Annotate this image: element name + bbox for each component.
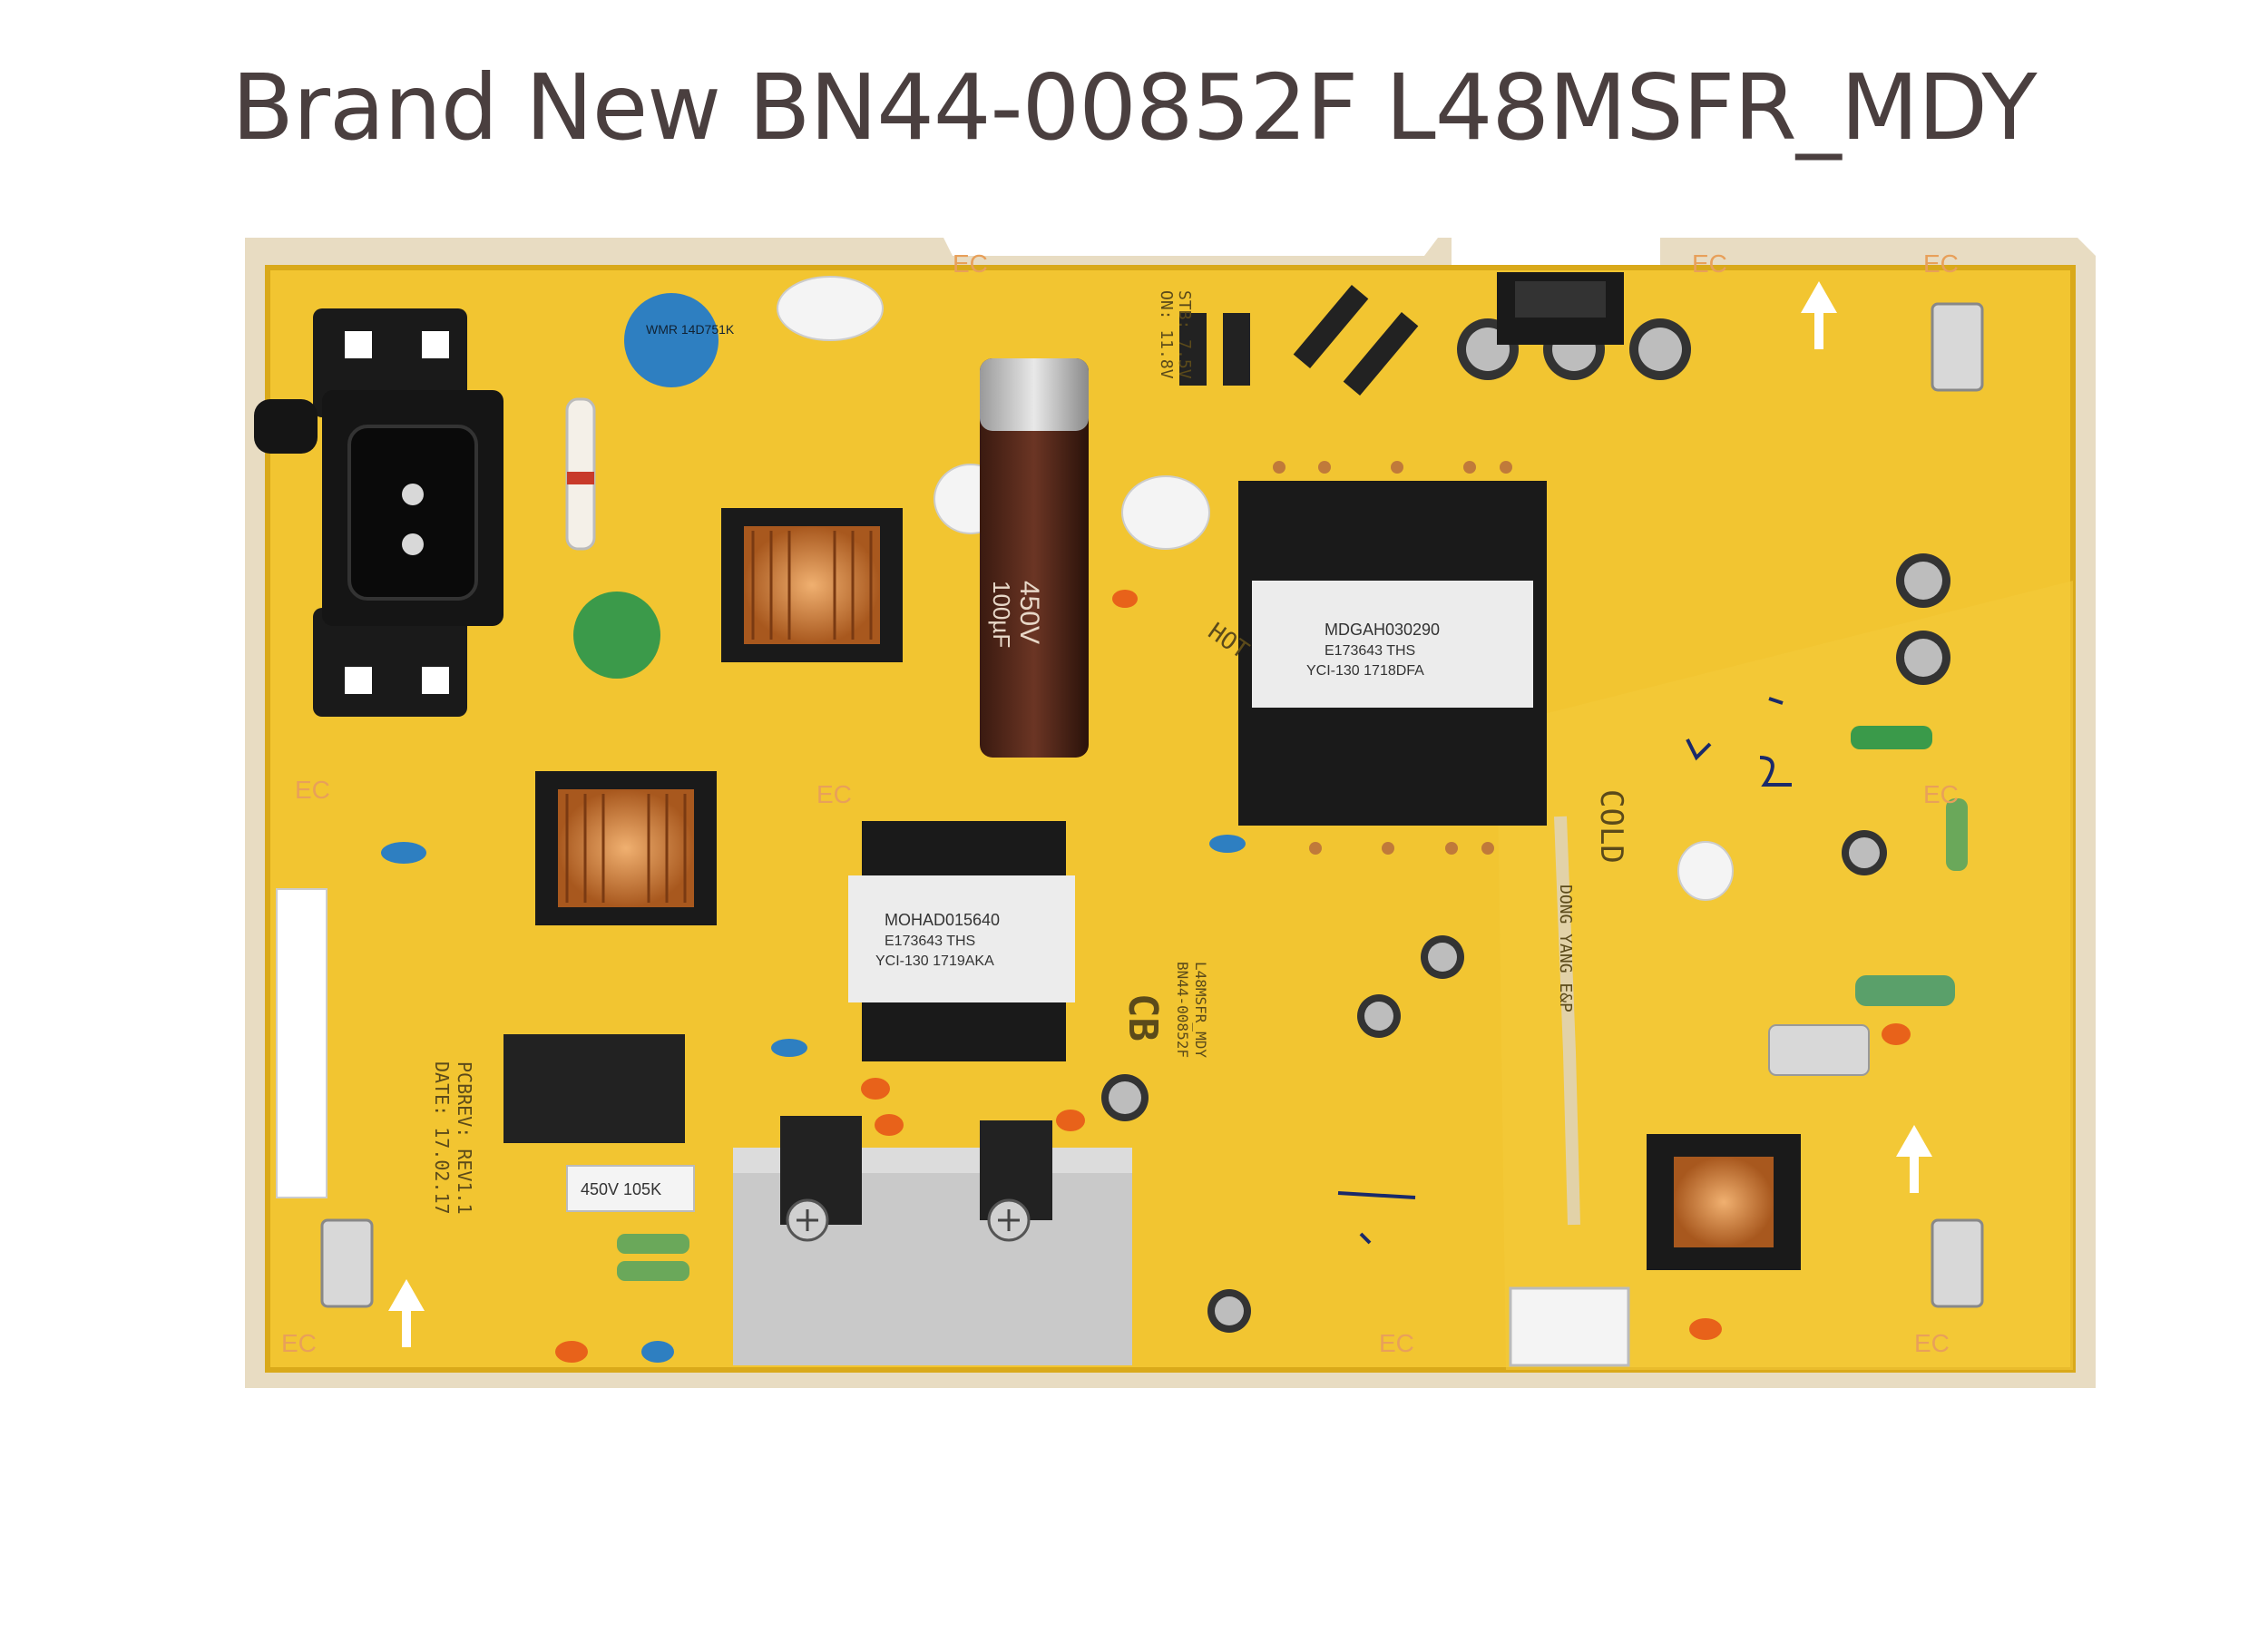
- silk-model-label2: BN44-00852F: [1174, 962, 1191, 1058]
- glue-blobs: [777, 276, 1734, 901]
- circuit-board: [245, 238, 2096, 1388]
- film-capacitor-label: 450V 105K: [581, 1180, 661, 1198]
- resistors: [617, 726, 1968, 1281]
- diodes: [1179, 284, 1419, 396]
- ceramic-capacitors: [381, 590, 1911, 1363]
- output-capacitors: [1101, 318, 1950, 1333]
- arrow-up-icon: [388, 281, 1932, 1347]
- main-transformer-line1: MDGAH030290: [1325, 621, 1440, 639]
- mounting-clips: [320, 302, 1984, 1308]
- film-capacitor: 450V 105K: [566, 1165, 695, 1212]
- output-inductor: [1647, 1134, 1801, 1270]
- silk-model-label: L48MSFR_MDY: [1192, 962, 1209, 1058]
- svg-text:EC: EC: [281, 1329, 317, 1357]
- silk-stb: STB: 7.5V: [1175, 290, 1194, 379]
- small-transformer-line2: E173643 THS: [885, 934, 975, 949]
- serial-label: [276, 888, 327, 1198]
- silk-on: ON: 11.8V: [1157, 290, 1176, 379]
- hand-marks: [1337, 697, 1792, 1245]
- svg-text:EC: EC: [1692, 249, 1727, 278]
- main-transformer: MDGAH030290 E173643 THS YCI-130 1718DFA: [1238, 461, 1547, 855]
- silk-dong-yang: DONG YANG E&P: [1556, 885, 1575, 1012]
- svg-text:EC: EC: [816, 780, 852, 808]
- main-transformer-line2: E173643 THS: [1325, 643, 1415, 659]
- fuse: [565, 397, 596, 551]
- silk-cold: COLD: [1593, 789, 1629, 864]
- ec-mark-icon: EC EC EC EC EC EC EC EC EC: [281, 249, 1959, 1357]
- svg-text:EC: EC: [1379, 1329, 1414, 1357]
- small-transformer-line3: YCI-130 1719AKA: [875, 953, 994, 969]
- small-transformer-line1: MOHAD015640: [885, 911, 1000, 929]
- bulk-capacitor: 450V 100µF: [980, 358, 1089, 758]
- varistor-label: WMR 14D751K: [646, 322, 735, 337]
- bulk-capacitor-capacitance: 100µF: [988, 581, 1015, 648]
- svg-text:EC: EC: [953, 249, 988, 278]
- silk-pcb-rev: PCBREV: REV1.1: [454, 1061, 475, 1215]
- standby-transformer: MOHAD015640 E173643 THS YCI-130 1719AKA: [848, 821, 1075, 1061]
- svg-text:EC: EC: [295, 776, 330, 804]
- main-transformer-line3: YCI-130 1718DFA: [1306, 663, 1424, 679]
- bulk-capacitor-voltage: 450V: [1014, 581, 1044, 644]
- svg-text:EC: EC: [1923, 249, 1959, 278]
- varistor: WMR 14D751K: [624, 293, 735, 387]
- power-socket-icon: [254, 308, 503, 717]
- silk-cb: CB: [1119, 993, 1166, 1041]
- thermistor-disc: [573, 592, 660, 679]
- svg-text:EC: EC: [1914, 1329, 1950, 1357]
- silk-date: DATE: 17.02.17: [431, 1061, 453, 1215]
- page-title: Brand New BN44-00852F L48MSFR_MDY: [231, 54, 2037, 161]
- output-connector: [1497, 272, 1630, 1367]
- svg-text:EC: EC: [1923, 780, 1959, 808]
- common-mode-choke-1: [721, 508, 903, 662]
- screw-icon: [786, 1198, 1031, 1242]
- bridge-rectifier: [503, 1034, 685, 1143]
- heatsink: [733, 1116, 1132, 1365]
- common-mode-choke-2: [535, 771, 717, 925]
